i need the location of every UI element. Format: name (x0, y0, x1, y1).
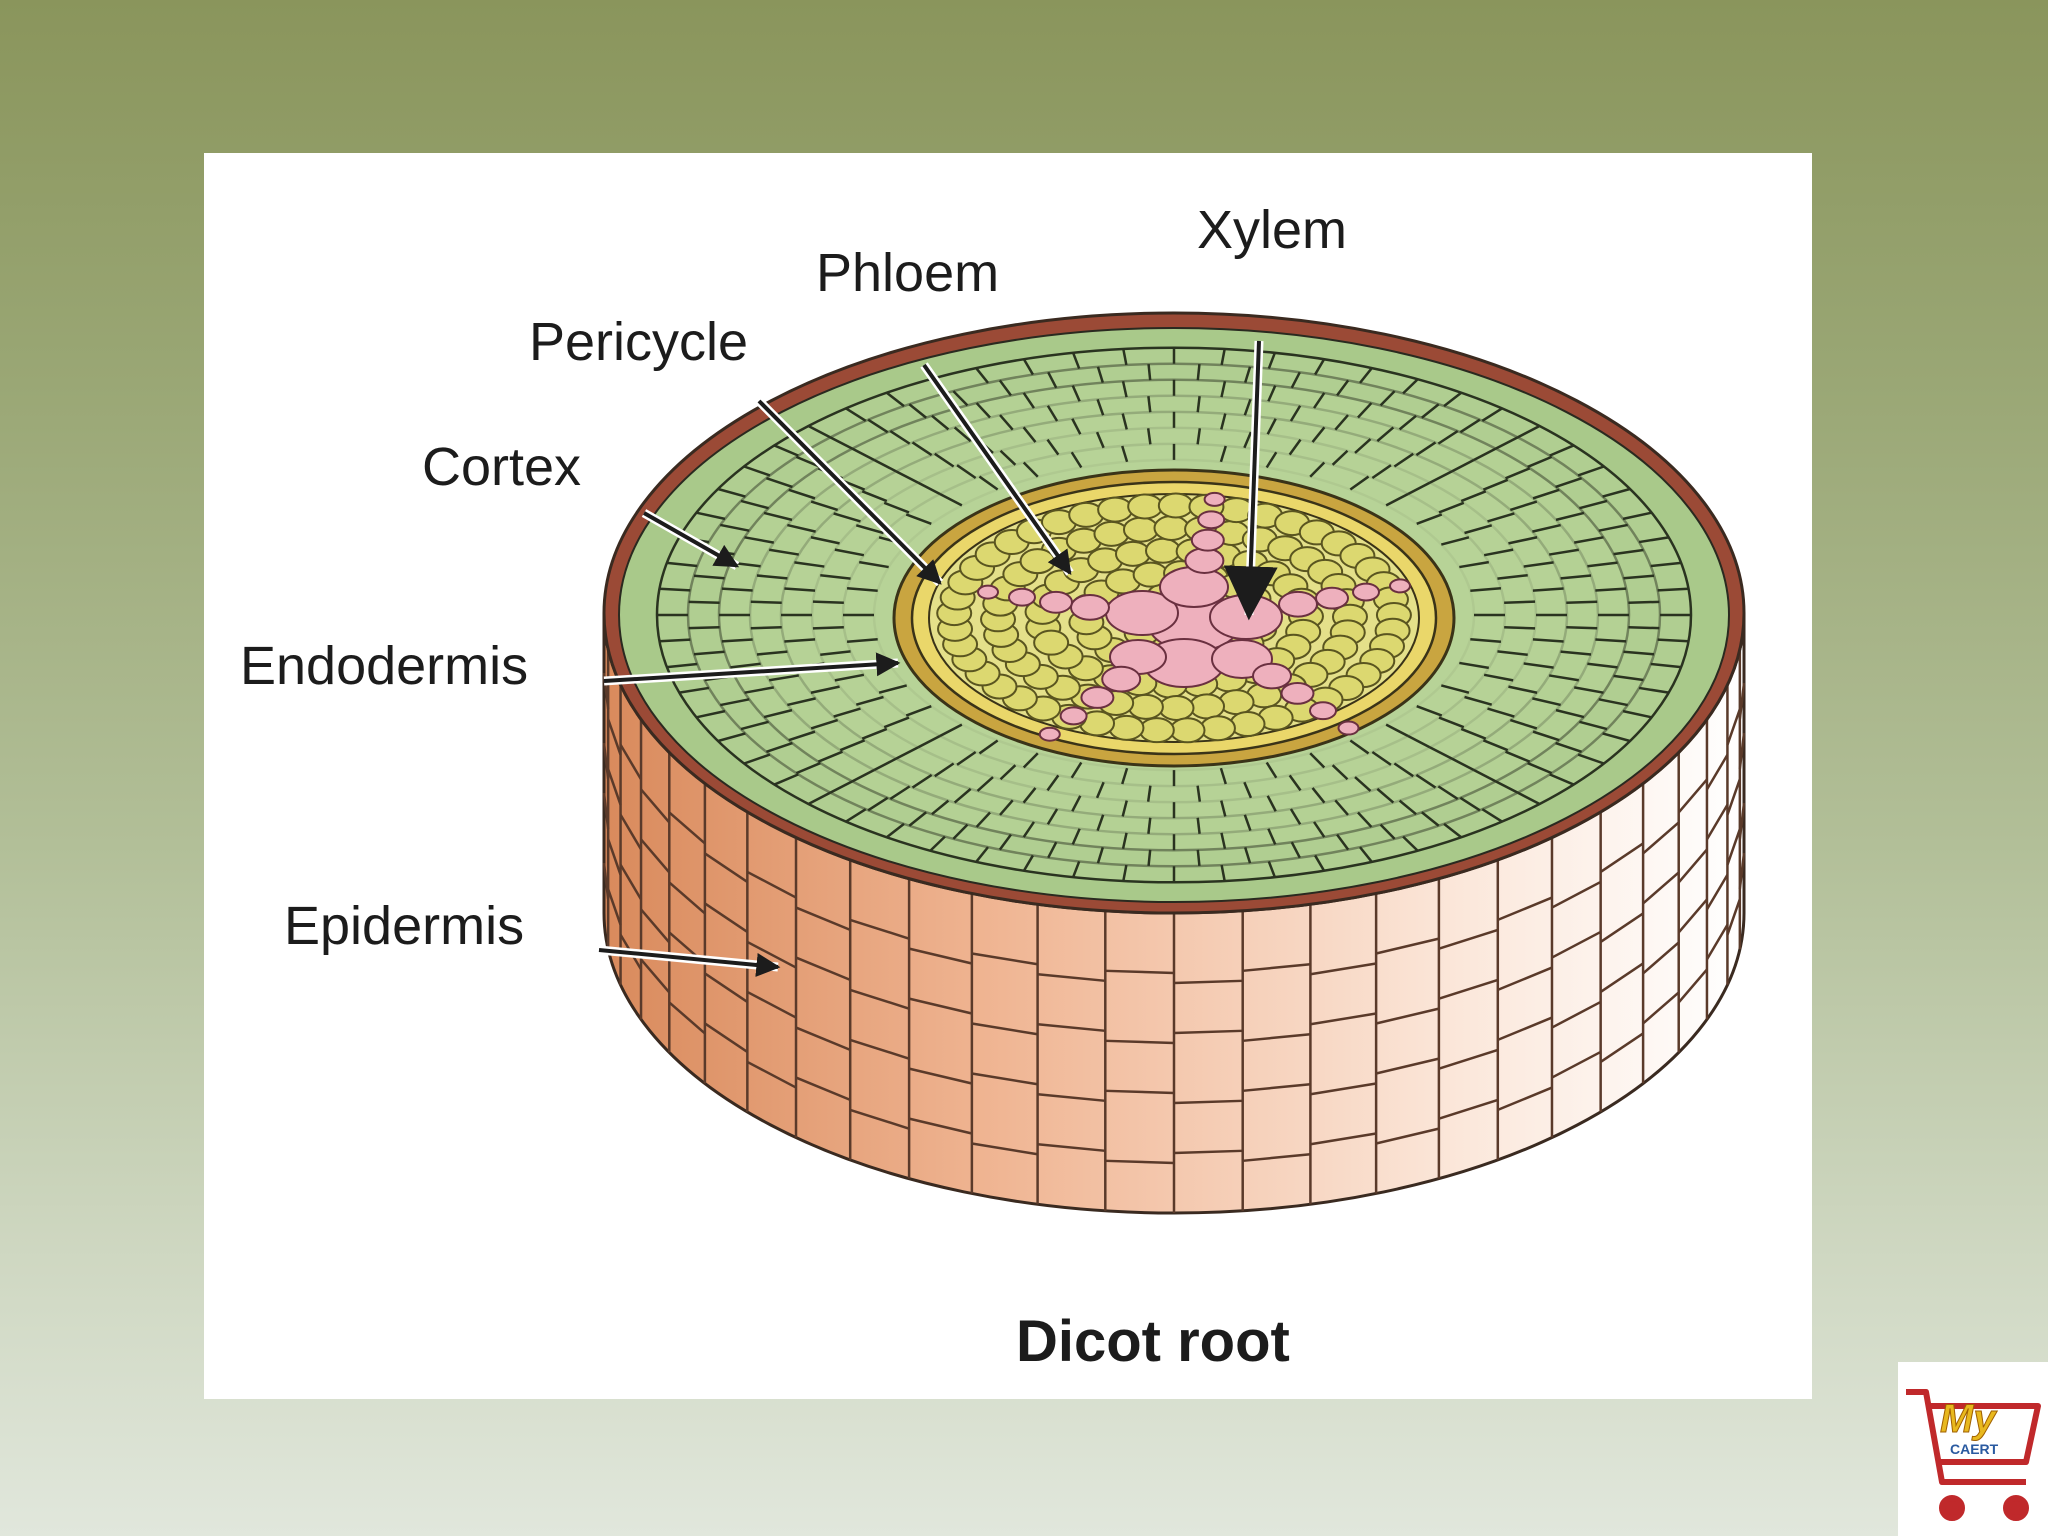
mycaert-logo: My CAERT (1898, 1362, 2048, 1536)
diagram-panel: Xylem Phloem Pericycle Cortex Endodermis… (204, 153, 1812, 1399)
dicot-root-diagram: Xylem Phloem Pericycle Cortex Endodermis… (240, 200, 1746, 1374)
logo-subtext: CAERT (1950, 1441, 1999, 1457)
phloem-label: Phloem (816, 243, 999, 303)
diagram-title: Dicot root (1016, 1309, 1290, 1374)
label-arrows (598, 340, 1278, 977)
shopping-cart-icon (1906, 1389, 2041, 1521)
logo-text: My (1940, 1397, 1997, 1441)
root-cross-section (602, 311, 1746, 915)
epidermis-label: Epidermis (284, 896, 524, 956)
epidermis-side-wall (602, 612, 1746, 1215)
endodermis-label: Endodermis (240, 636, 528, 696)
cortex-label: Cortex (422, 437, 581, 497)
xylem-label: Xylem (1197, 200, 1347, 260)
pericycle-label: Pericycle (529, 312, 748, 372)
